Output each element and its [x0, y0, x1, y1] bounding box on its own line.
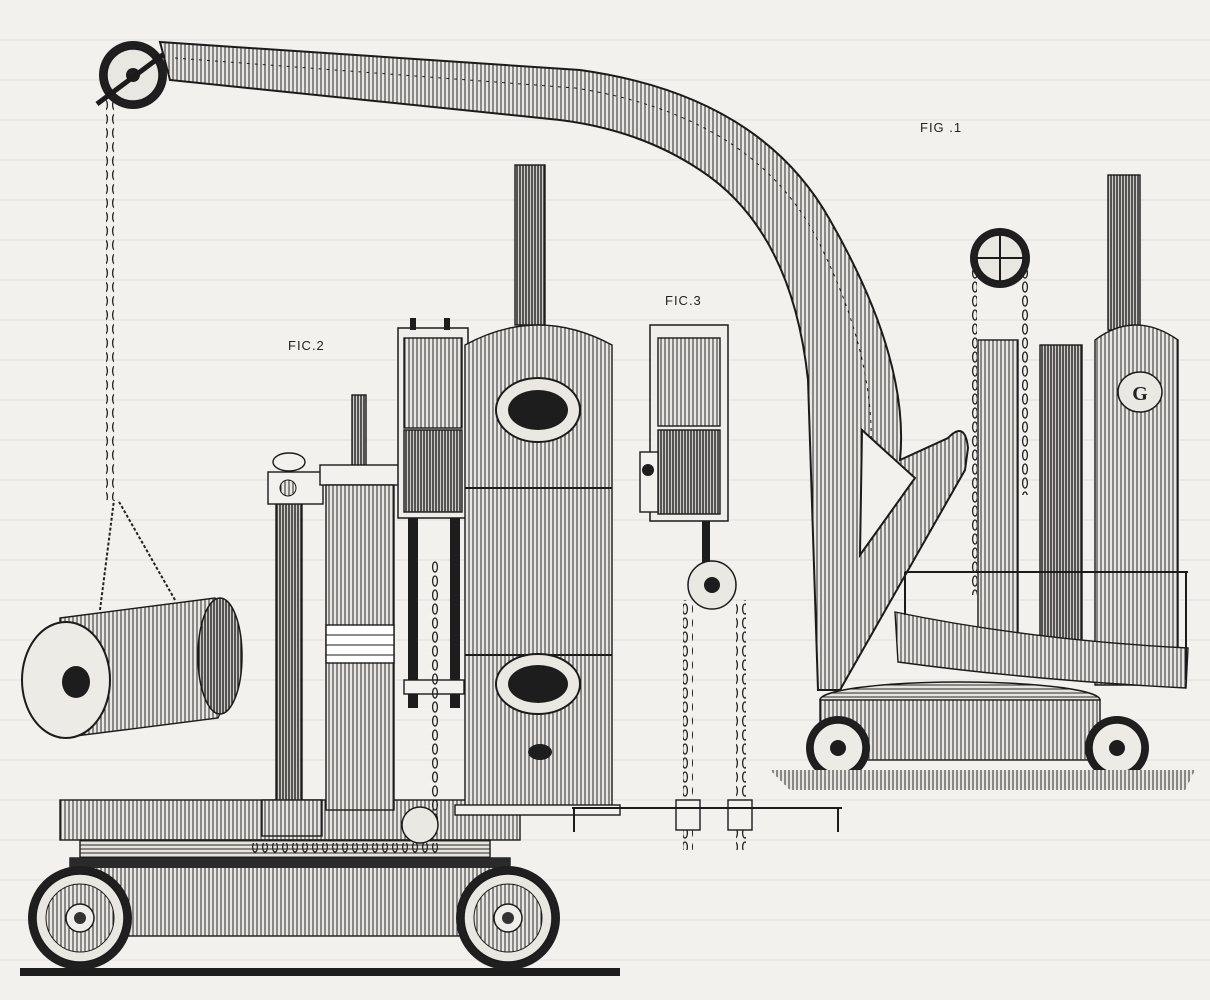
- fig2-crane-section: [20, 41, 621, 976]
- fig3-label: FIC.3: [665, 293, 702, 308]
- fig2-right-wheel: [456, 866, 560, 970]
- fig1-label: FIG .1: [920, 120, 962, 135]
- fig1-hoist-pulley: [968, 228, 1031, 595]
- fig2-left-wheel: [28, 866, 132, 970]
- fig2-rail: [20, 968, 620, 976]
- fig2-engine-cylinders: [397, 318, 469, 844]
- fig1-boiler: [1094, 324, 1179, 686]
- fig1-chimney: [1107, 174, 1141, 331]
- fig2-jib-pulley: [95, 41, 174, 500]
- fig3-engine-detail: [572, 324, 842, 850]
- fig1-boiler-monogram: G: [1132, 383, 1148, 405]
- fig2-suspended-cylinder-load: [21, 499, 243, 739]
- fig2-post: [261, 452, 324, 837]
- fig1-left-wheel: [806, 716, 870, 780]
- crane-jib: [158, 40, 970, 691]
- fig2-label: FIC.2: [288, 338, 325, 353]
- fig2-boiler: [454, 164, 621, 816]
- fig1-crane-exterior: G: [770, 174, 1195, 790]
- fig2-cylinder: [319, 394, 401, 811]
- fig1-right-wheel: [1085, 716, 1149, 780]
